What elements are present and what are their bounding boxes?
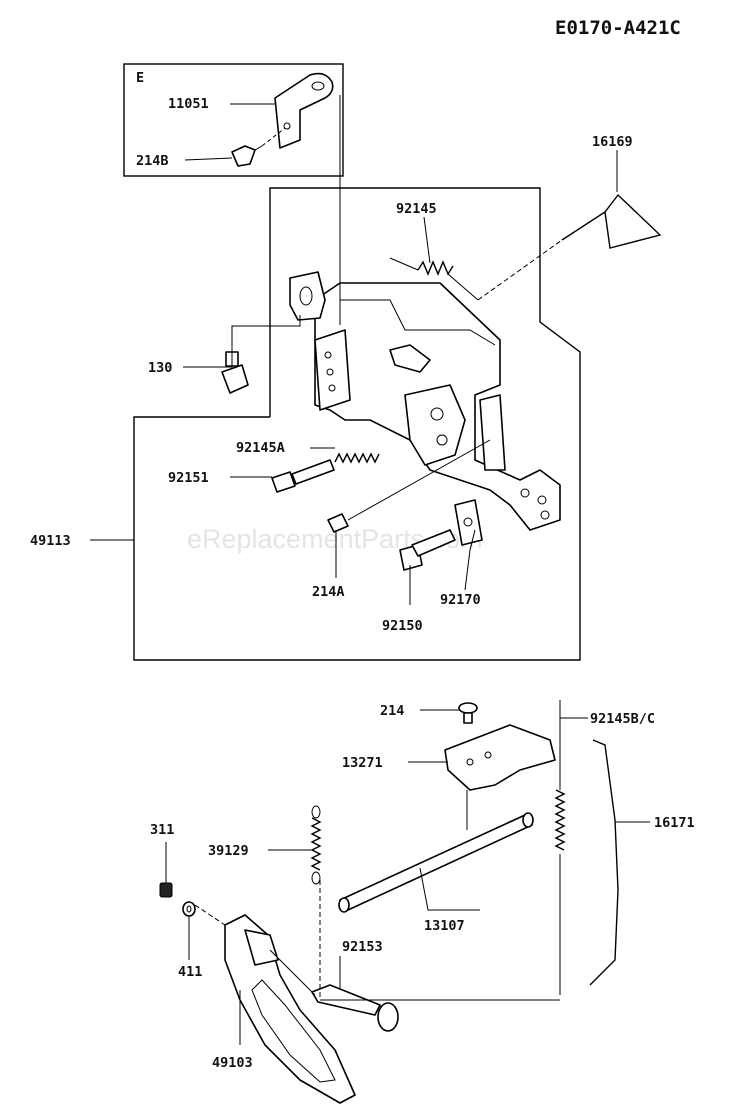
label-92150[interactable]: 92150 [382, 618, 423, 634]
part-16169-rod[interactable] [477, 193, 662, 301]
label-39129[interactable]: 39129 [208, 843, 249, 859]
part-49103-lever[interactable] [224, 914, 356, 1104]
part-311-nut[interactable] [159, 882, 173, 898]
part-92145a-spring[interactable] [334, 452, 380, 464]
part-39129-spring[interactable] [310, 805, 322, 885]
label-214a[interactable]: 214A [312, 584, 345, 600]
label-411[interactable]: 411 [178, 964, 202, 980]
part-214-screw[interactable] [458, 702, 478, 724]
label-130[interactable]: 130 [148, 360, 172, 376]
label-16171[interactable]: 16171 [654, 815, 695, 831]
label-92170[interactable]: 92170 [440, 592, 481, 608]
label-92145bc[interactable]: 92145B/C [590, 711, 655, 727]
part-92151-bolt[interactable] [271, 459, 335, 493]
inset-letter: E [136, 70, 144, 86]
part-11051-bracket[interactable] [274, 72, 334, 149]
part-92153-pin[interactable] [311, 984, 399, 1032]
diagram-code: E0170-A421C [555, 17, 681, 39]
part-labels: 11051 214B 16169 92145 130 92145A 92151 … [30, 96, 695, 1071]
part-16171-rod[interactable] [589, 739, 619, 986]
label-16169[interactable]: 16169 [592, 134, 633, 150]
part-214b-screw[interactable] [231, 145, 263, 167]
part-411-washer[interactable] [182, 901, 196, 917]
label-214b[interactable]: 214B [136, 153, 169, 169]
label-11051[interactable]: 11051 [168, 96, 209, 112]
part-92145bc-spring[interactable] [554, 700, 566, 995]
label-92145a[interactable]: 92145A [236, 440, 285, 456]
leader-lines [90, 95, 650, 1045]
part-13107-shaft[interactable] [338, 812, 534, 913]
part-130-bolt[interactable] [221, 351, 249, 394]
label-92145[interactable]: 92145 [396, 201, 437, 217]
label-13107[interactable]: 13107 [424, 918, 465, 934]
part-92145-spring[interactable] [389, 257, 479, 301]
label-92153[interactable]: 92153 [342, 939, 383, 955]
part-49113-control-plate[interactable] [289, 271, 561, 531]
inset-box-e [123, 63, 344, 177]
label-49103[interactable]: 49103 [212, 1055, 253, 1071]
label-13271[interactable]: 13271 [342, 755, 383, 771]
label-92151[interactable]: 92151 [168, 470, 209, 486]
label-49113[interactable]: 49113 [30, 533, 71, 549]
assembly-box-outline [133, 187, 581, 661]
part-214a-screw[interactable] [327, 439, 491, 533]
label-311[interactable]: 311 [150, 822, 174, 838]
part-92170-block[interactable] [454, 499, 483, 546]
part-92150-bolt[interactable] [399, 529, 456, 571]
part-13271-bracket[interactable] [444, 724, 556, 791]
label-214[interactable]: 214 [380, 703, 404, 719]
